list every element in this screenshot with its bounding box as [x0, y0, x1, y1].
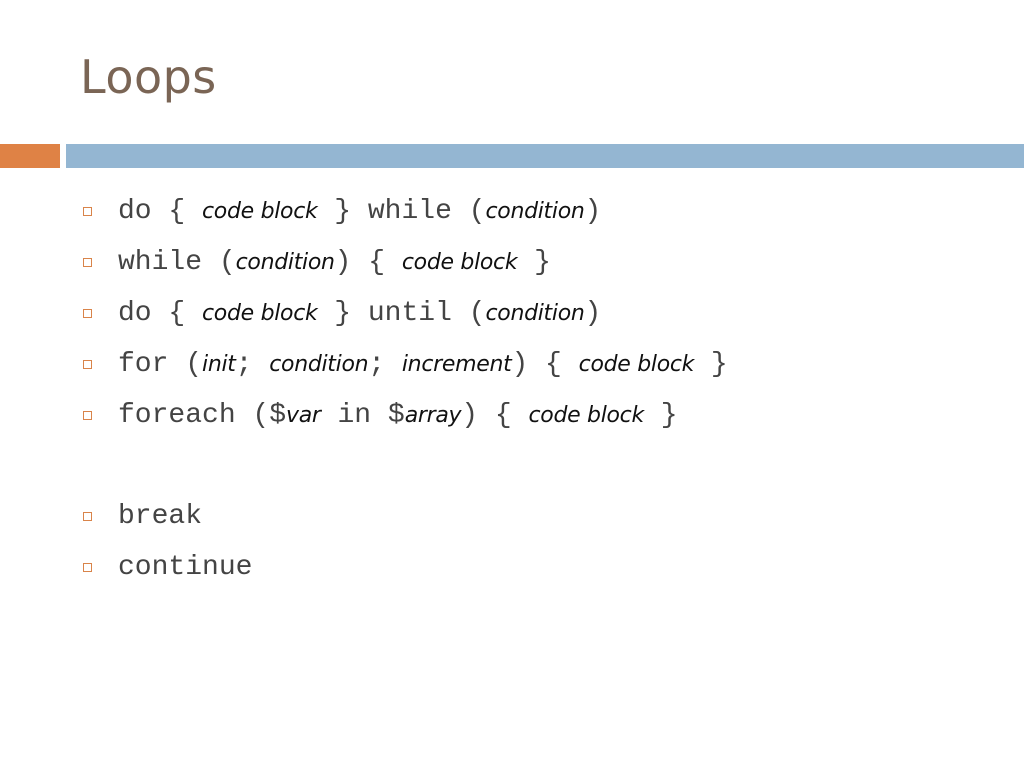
- bullet-spacer: [80, 441, 1000, 491]
- hollow-square-icon: [83, 411, 92, 420]
- placeholder-text: var: [286, 403, 321, 428]
- code-text: } while (: [317, 196, 486, 227]
- code-text: for (: [118, 349, 203, 380]
- bullet-item: for (init; condition; increment) { code …: [80, 339, 1000, 390]
- placeholder-text: increment: [401, 352, 512, 377]
- placeholder-text: code block: [202, 301, 318, 326]
- bullet-item: foreach ($var in $array) { code block }: [80, 390, 1000, 441]
- bullet-item: break: [80, 491, 1000, 542]
- code-text: ) {: [334, 247, 402, 278]
- bullet-list: do { code block } while (condition)while…: [80, 186, 1000, 593]
- hollow-square-icon: [83, 258, 92, 267]
- code-text: }: [517, 247, 551, 278]
- placeholder-text: code block: [578, 352, 695, 377]
- code-text: foreach ($: [118, 400, 287, 431]
- placeholder-text: array: [404, 403, 462, 428]
- code-text: do {: [118, 196, 203, 227]
- bullet-item: continue: [80, 542, 1000, 593]
- placeholder-text: condition: [485, 301, 585, 326]
- placeholder-text: code block: [528, 403, 645, 428]
- code-text: ;: [368, 349, 402, 380]
- code-text: ;: [235, 349, 270, 380]
- code-text: }: [694, 349, 728, 380]
- code-text: }: [643, 400, 678, 431]
- code-text: ) {: [511, 349, 579, 380]
- bullet-item: do { code block } until (condition): [80, 288, 1000, 339]
- bullet-item: while (condition) { code block }: [80, 237, 1000, 288]
- placeholder-text: condition: [235, 250, 335, 275]
- code-text: while (: [118, 247, 236, 278]
- hollow-square-icon: [83, 563, 92, 572]
- hollow-square-icon: [83, 207, 92, 216]
- hollow-square-icon: [83, 309, 92, 318]
- code-text: ) {: [461, 400, 529, 431]
- code-text: continue: [118, 552, 253, 583]
- hollow-square-icon: [83, 512, 92, 521]
- code-text: } until (: [317, 298, 486, 329]
- placeholder-text: code block: [401, 250, 518, 275]
- code-text: ): [584, 196, 602, 227]
- code-text: ): [584, 298, 602, 329]
- placeholder-text: init: [202, 352, 236, 377]
- code-text: in $: [320, 400, 405, 431]
- placeholder-text: condition: [269, 352, 369, 377]
- placeholder-text: code block: [202, 199, 318, 224]
- code-text: do {: [118, 298, 203, 329]
- hollow-square-icon: [83, 360, 92, 369]
- slide-title: Loops: [80, 50, 217, 104]
- code-text: break: [118, 501, 203, 532]
- accent-bar-blue: [66, 144, 1024, 168]
- bullet-item: do { code block } while (condition): [80, 186, 1000, 237]
- placeholder-text: condition: [485, 199, 585, 224]
- accent-bar-orange: [0, 144, 60, 168]
